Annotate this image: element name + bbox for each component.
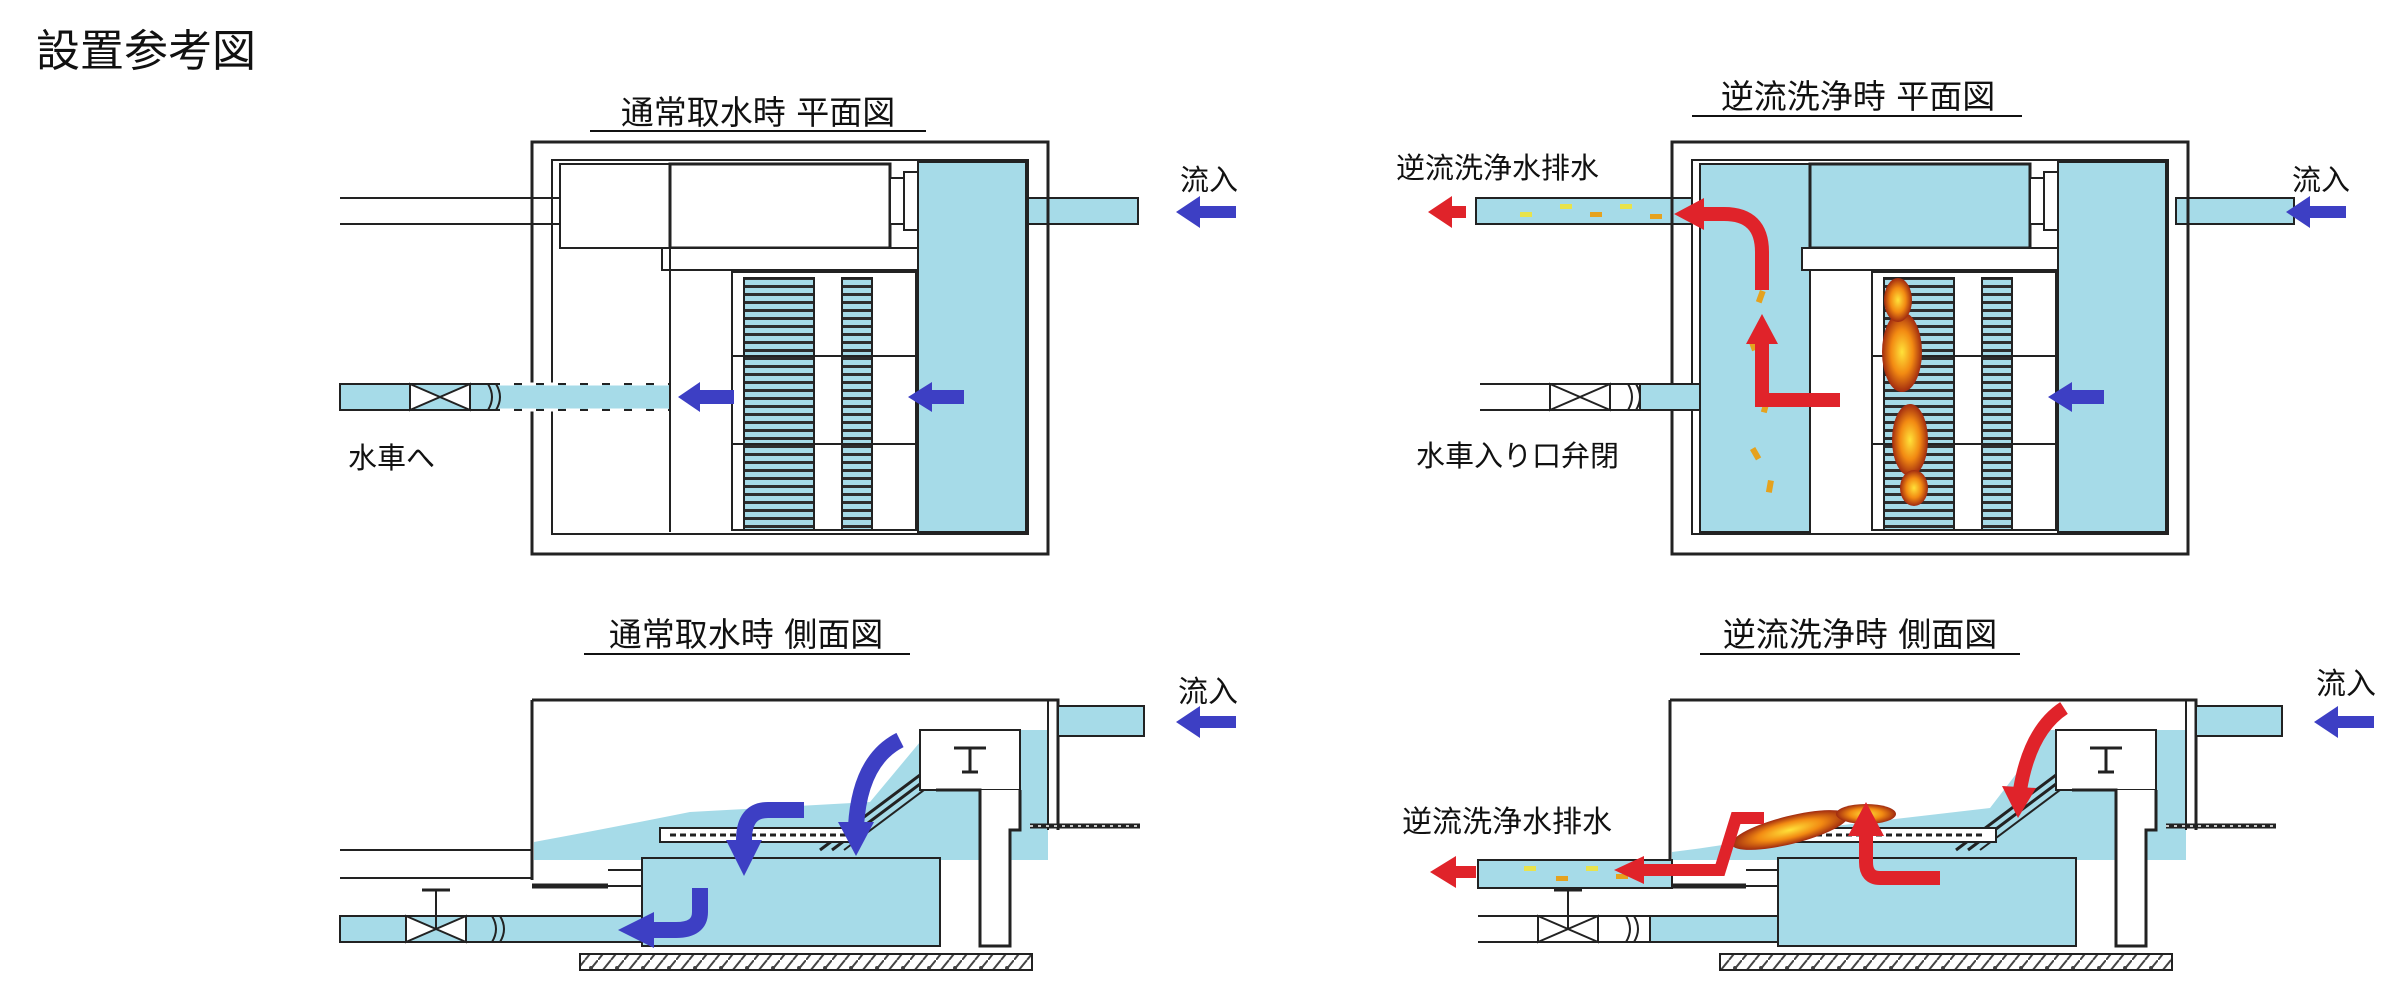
valve-closed-icon — [1549, 382, 1583, 412]
drain-arrow-icon — [1428, 196, 1466, 228]
gravel-base — [1719, 953, 2173, 971]
backwash-arrow-icon — [1640, 812, 1764, 876]
inflow-pipe — [2175, 197, 2295, 225]
cleaner-box — [1808, 162, 2032, 250]
inflow-arrow-icon — [2286, 196, 2346, 228]
backwash-arrow-icon — [1755, 340, 1840, 407]
inflow-label: 流入 — [1180, 163, 1238, 197]
drain-label: 逆流洗浄水排水 — [1402, 805, 1612, 840]
flow-arrow-icon — [908, 382, 964, 412]
panel-title-normal-side: 通常取水時 側面図 — [609, 615, 884, 654]
valve-closed-label: 水車入り口弁閉 — [1416, 439, 1619, 473]
outlet-pipe — [339, 915, 643, 943]
valve-closed-icon — [1537, 914, 1571, 944]
outlet-label: 水車へ — [348, 441, 435, 475]
tank-wall — [1668, 698, 2198, 880]
water-chamber — [917, 161, 1027, 533]
inflow-arrow-icon — [2314, 706, 2374, 738]
housing-outer — [1670, 140, 2190, 556]
backwash-arrow-icon — [1700, 207, 1769, 290]
panel-normal-plan: 通常取水時 平面図 流入 — [339, 93, 1238, 556]
screen-main — [743, 277, 815, 531]
flow-arrow-icon — [2048, 382, 2104, 412]
inflow-arrow-icon — [1176, 196, 1236, 228]
pedestal — [936, 788, 1022, 948]
top-left-box — [559, 163, 671, 249]
flow-arrow-icon — [848, 732, 904, 827]
water-chamber — [2057, 161, 2167, 533]
inflow-pipe — [2195, 705, 2283, 737]
panel-title-backwash-side: 逆流洗浄時 側面図 — [1723, 615, 1998, 654]
cleaner-box — [668, 162, 892, 250]
backwash-arrow-icon — [1859, 832, 1940, 885]
debris-icon — [1882, 278, 1928, 506]
valve-icon — [405, 914, 439, 944]
gravel-base — [579, 953, 1033, 971]
housing-outer — [530, 140, 1050, 556]
panel-title-backwash-plan: 逆流洗浄時 平面図 — [1721, 77, 1996, 116]
drain-label: 逆流洗浄水排水 — [1396, 151, 1599, 185]
inflow-pipe — [1057, 705, 1145, 737]
flow-arrow-icon — [678, 382, 734, 412]
valve-icon — [409, 382, 443, 412]
screen-secondary — [841, 277, 873, 531]
drain-pipe — [1475, 197, 1699, 225]
panel-backwash-side: 逆流洗浄時 側面図 — [1402, 615, 2376, 971]
screen-secondary — [1981, 277, 2013, 531]
pedestal — [2072, 788, 2158, 948]
inflow-arrow-icon — [1176, 706, 1236, 738]
inflow-pipe — [1019, 197, 1139, 225]
flow-arrow-icon — [736, 802, 804, 841]
inflow-label: 流入 — [2292, 163, 2350, 197]
inflow-label: 流入 — [1178, 675, 1238, 710]
panel-title-normal-plan: 通常取水時 平面図 — [621, 93, 896, 132]
outlet-pipe — [339, 383, 671, 411]
backwash-arrow-icon — [2013, 702, 2069, 792]
flow-arrow-icon — [652, 888, 708, 938]
drain-arrow-icon — [1430, 856, 1476, 888]
panel-normal-side: 通常取水時 側面図 — [339, 615, 1238, 971]
page-title: 設置参考図 — [36, 26, 256, 77]
panel-backwash-plan: 逆流洗浄時 平面図 — [1396, 77, 2350, 556]
inflow-label: 流入 — [2316, 667, 2376, 702]
